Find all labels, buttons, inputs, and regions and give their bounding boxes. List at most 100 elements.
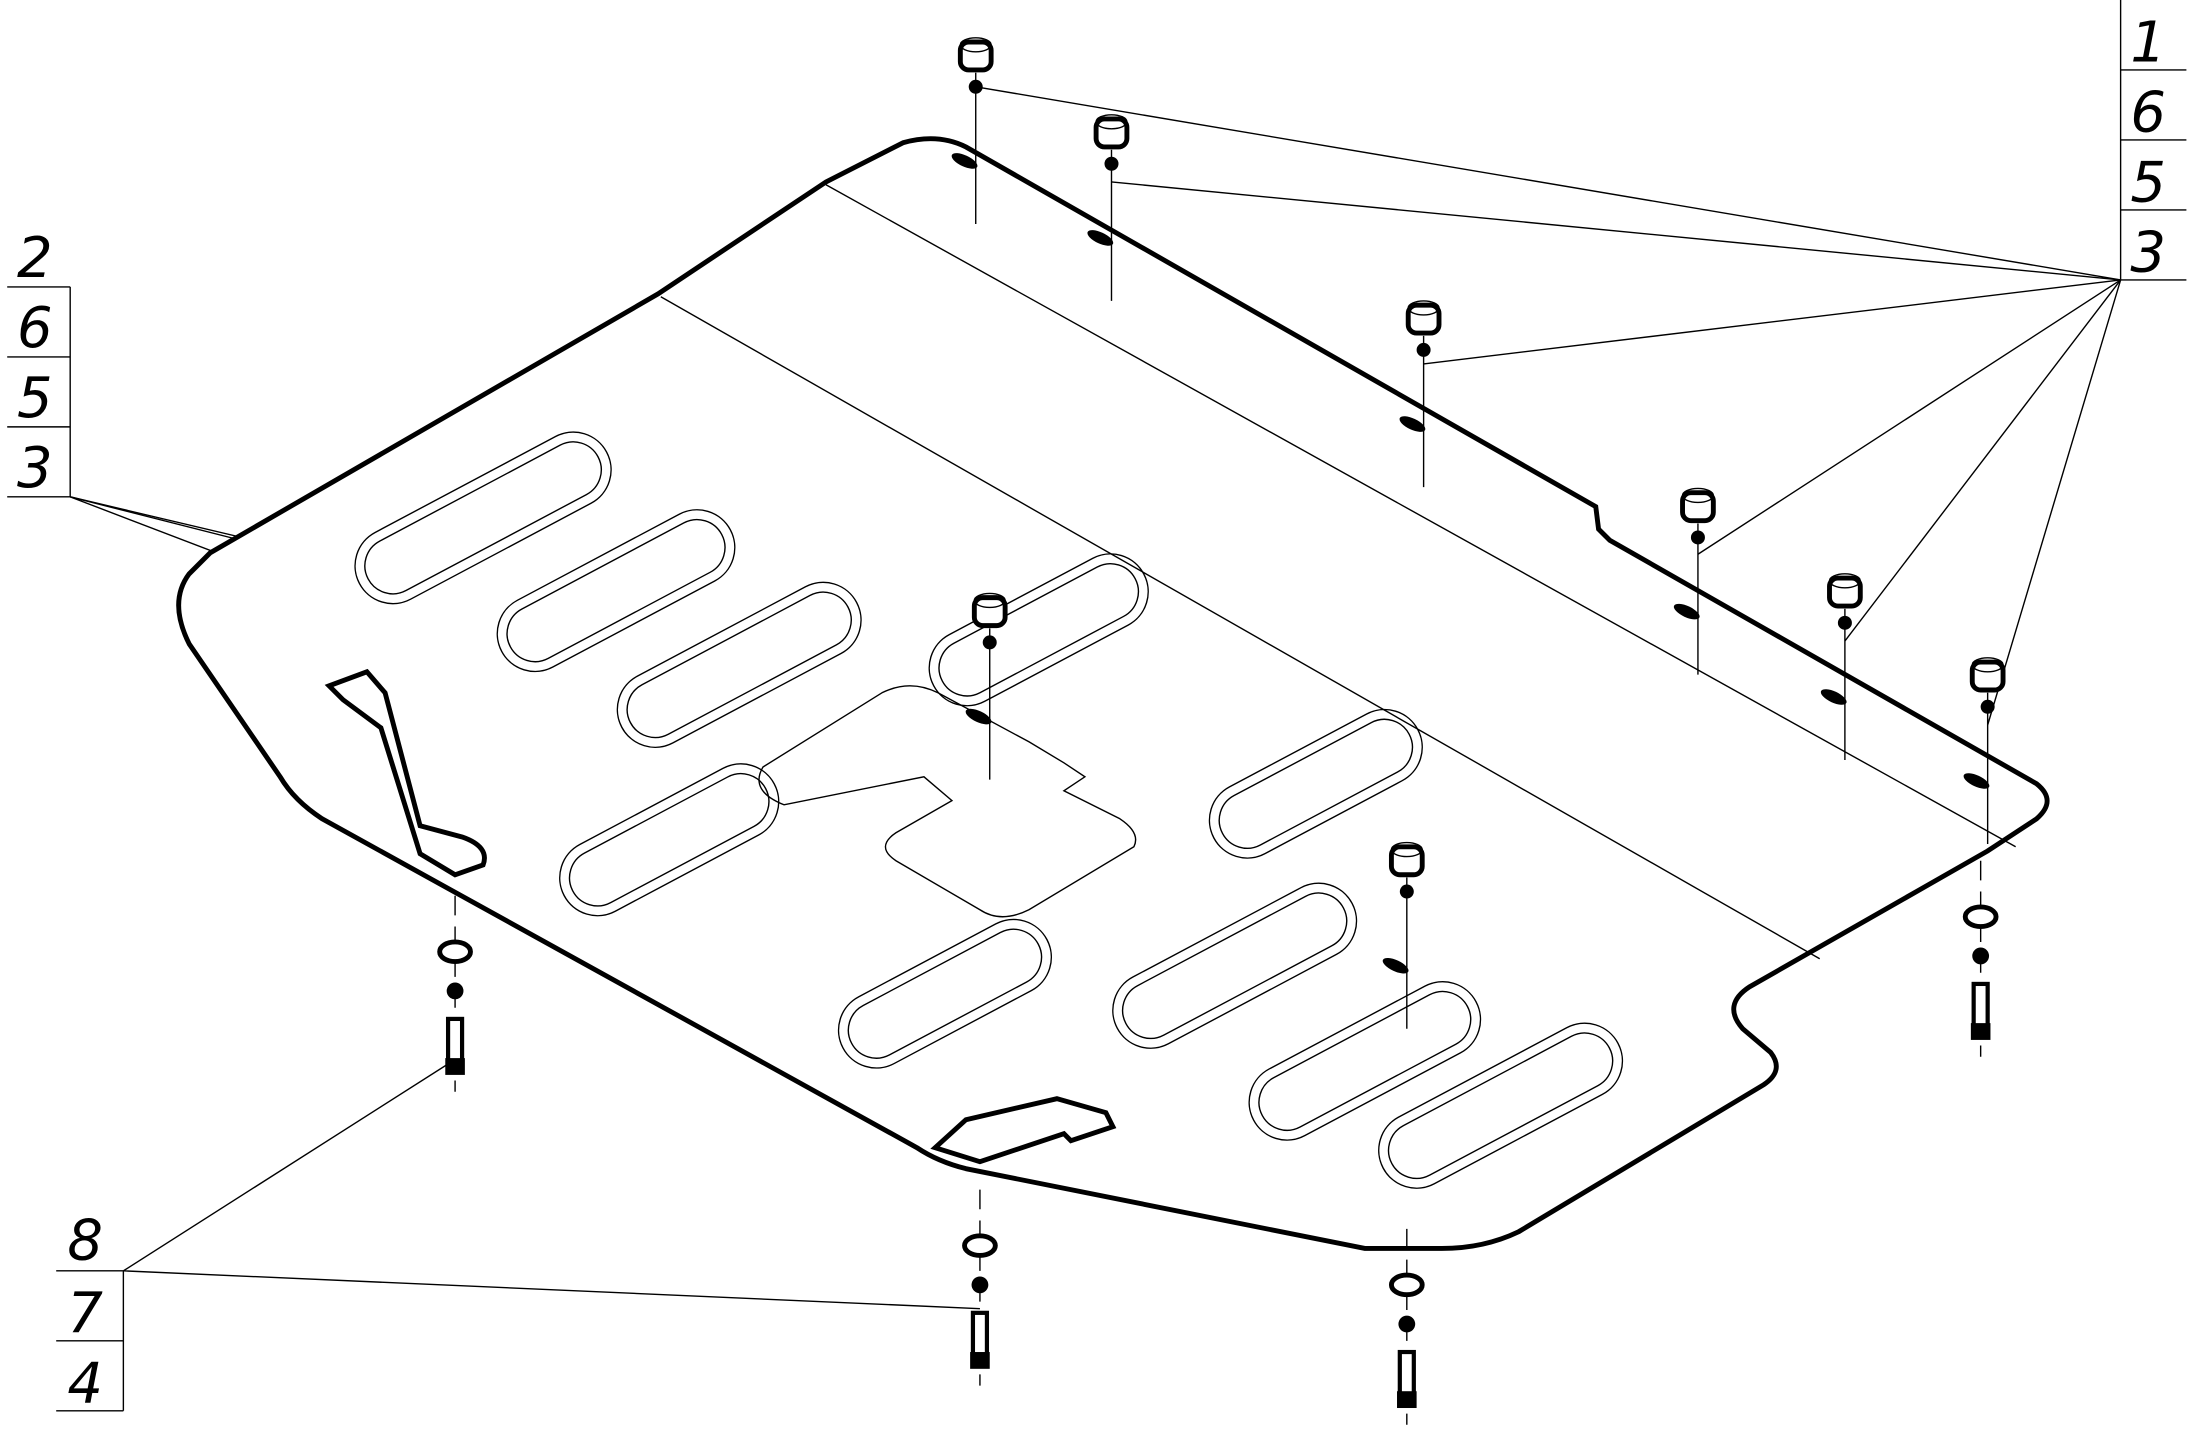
slot-outer-edge [1248,981,1482,1141]
stiffener-slots [354,431,1624,1189]
callout-label: 6 [17,296,53,361]
washer-dot [1837,615,1852,630]
lock-washer-icon [446,982,464,1000]
bolt-head [970,1352,990,1369]
bolt-head [1397,1391,1417,1409]
leader-line [1111,181,2121,281]
mount-bracket-bottom [930,1096,1117,1165]
slot [616,581,862,748]
leader-line [1423,279,2121,365]
slot-outer-edge [837,918,1053,1069]
slot-outer-edge [354,431,612,605]
slot [837,918,1053,1069]
washer-dot [968,79,983,94]
slot-inner-edge [626,591,852,739]
center-serpentine-rib [758,685,1137,918]
callout-label: 5 [2130,151,2166,216]
slot-inner-edge [847,928,1043,1059]
mount-hole [951,153,978,169]
skid-plate-outline [176,136,2050,1251]
slot-inner-edge [938,563,1140,697]
leader-line [1697,279,2121,555]
bend-line-middle [660,296,1821,960]
nut-top [1971,657,2004,673]
slot [354,431,612,605]
callout-left: 2 6 5 3 [7,226,71,501]
slot-inner-edge [1121,892,1348,1040]
bolt-head [1970,1023,1991,1040]
leader-line [1844,279,2122,642]
callout-label: 2 [17,226,53,291]
washer-icon [1388,1272,1425,1298]
slot-outer-edge [928,553,1149,707]
mount-hole [1820,689,1847,705]
leader-line [975,86,2121,281]
nut-icon [1388,844,1425,878]
slot-inner-edge [1387,1032,1614,1180]
nut-icon [957,39,994,73]
callout-label: 3 [2130,221,2166,286]
nut-icon [971,595,1008,629]
nut-top [973,592,1006,609]
nut-icon [1827,575,1863,609]
bend-line-top [825,184,2016,848]
slot-inner-edge [568,772,770,907]
washer-dot [1690,530,1705,545]
mount-hole [1963,773,1990,789]
slot [496,509,736,673]
mount-bracket-left [324,668,487,878]
nut-icon [1405,302,1442,336]
slot-inner-edge [1218,718,1414,849]
washer-dot [1399,884,1414,899]
washer-dot [1416,342,1431,357]
leader-line [1986,279,2122,726]
bolt-head [445,1058,465,1075]
lock-washer-icon [1398,1315,1416,1333]
leader-line [123,1270,980,1310]
slot-outer-edge [616,581,862,748]
nut-icon [1969,659,2006,693]
washer-icon [437,939,473,964]
callout-top-right: 1 6 5 3 [2119,0,2187,286]
slot-outer-edge [1112,882,1358,1049]
slot [1378,1022,1624,1189]
washer-dot [1980,699,1995,714]
callout-label: 1 [2130,11,2166,76]
fasteners [437,37,2006,1425]
slot-outer-edge [1208,708,1423,859]
callout-label: 6 [2130,81,2166,146]
slot-outer-edge [1378,1022,1624,1189]
slot-inner-edge [364,441,602,595]
washer-dot [982,635,997,650]
lock-washer-icon [971,1276,989,1294]
callout-label: 7 [67,1281,103,1346]
callout-label: 5 [17,366,53,431]
slot [1112,882,1358,1049]
slot [1208,708,1423,859]
nut-top [1390,841,1423,858]
callout-label: 8 [67,1209,103,1274]
slot-outer-edge [496,509,736,673]
slot [559,763,780,917]
leader-line [122,1058,456,1272]
washer-icon [962,1233,998,1258]
nut-top [1681,487,1715,504]
mount-hole [1399,416,1426,432]
slot [928,553,1149,707]
mount-hole [1673,603,1700,620]
nut-icon [1093,116,1130,150]
lock-washer-icon [1972,947,1990,965]
washer-icon [1962,904,1999,929]
washer-dot [1104,156,1119,171]
slot [1248,981,1482,1141]
callout-label: 4 [67,1351,103,1416]
nut-icon [1680,490,1716,524]
nut-top [1095,114,1128,130]
callout-label: 3 [17,436,53,501]
nut-top [1407,300,1440,316]
nut-top [1828,573,1861,589]
mount-hole [1087,230,1114,246]
mount-hole [965,708,992,725]
mount-hole [1382,957,1409,974]
